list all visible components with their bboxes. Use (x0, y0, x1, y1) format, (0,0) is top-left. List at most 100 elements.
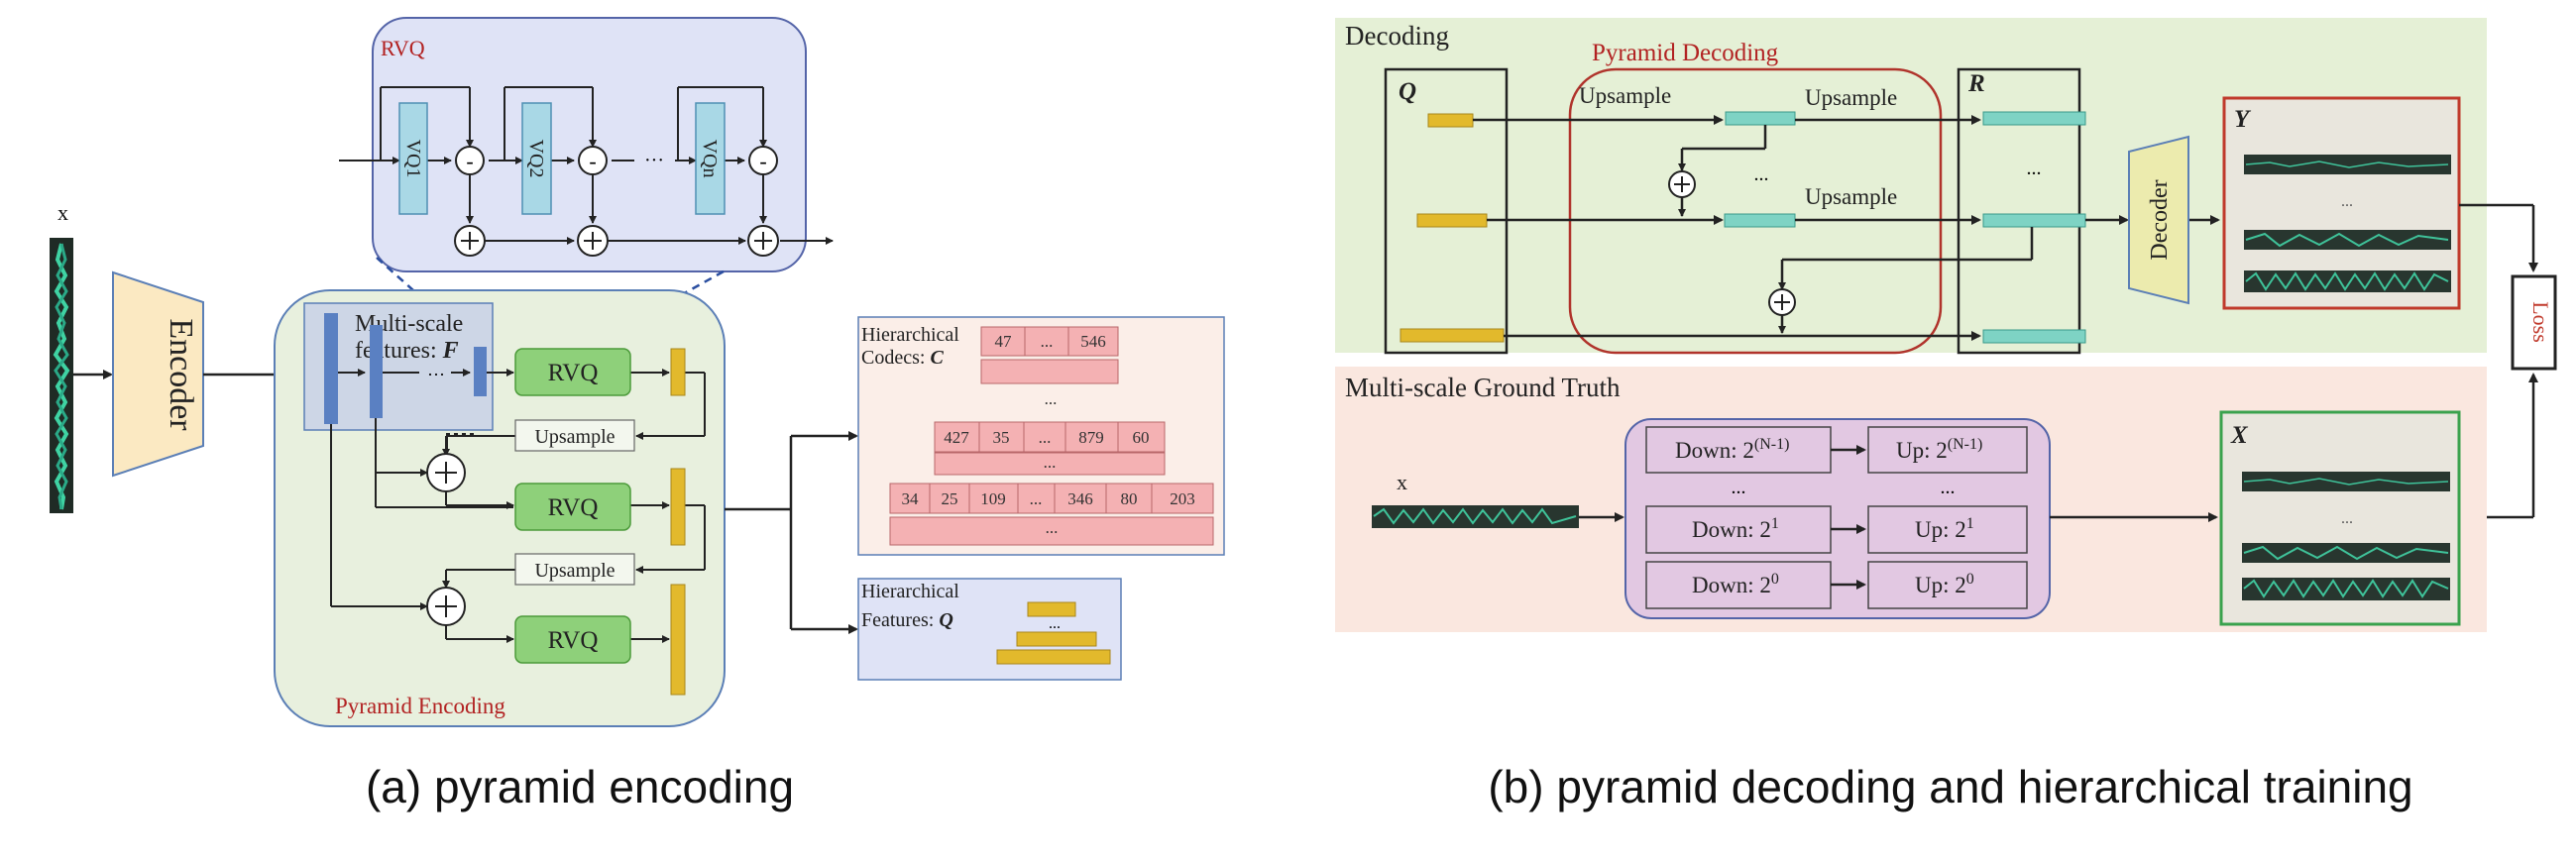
codec-cells (889, 326, 1214, 546)
encoding-plus-marks (435, 462, 457, 617)
r-frame (1957, 67, 2081, 355)
features-symbol-q: Q (939, 609, 952, 631)
decoding-q-bars (1400, 113, 1505, 343)
y-waveforms (2244, 155, 2451, 292)
decoding-connectors (1473, 115, 2220, 341)
features-title-line2: Features: Q (861, 609, 953, 631)
encoding-connectors (330, 369, 706, 643)
codec-r3-c5: 346 (1067, 489, 1093, 508)
up-dots: ... (1941, 477, 1956, 498)
codec-r3-c4: ... (1030, 489, 1043, 508)
pyramid-decoding-frame (1568, 67, 1943, 355)
encoder-block (112, 270, 204, 478)
gt-x-label: x (1397, 470, 1407, 494)
upsample-label-2: Upsample (1805, 85, 1897, 110)
output-branch (725, 431, 858, 634)
codec-r2-c5: 60 (1133, 428, 1150, 447)
x-symbol: X (2230, 422, 2249, 449)
upsample-box-2 (514, 553, 635, 586)
rvq-block-2 (514, 483, 631, 531)
pyramid-encoding-title: Pyramid Encoding (335, 694, 505, 718)
features-title-text: Features: (861, 609, 939, 631)
down-up-boxes (1645, 426, 2028, 609)
decoding-title: Decoding (1345, 21, 1449, 51)
down-label-0: Down: 20 (1692, 571, 1779, 597)
down-label-1: Down: 21 (1692, 515, 1779, 542)
features-title-line1: Hierarchical (861, 581, 959, 602)
codec-r2-c2: 35 (993, 428, 1010, 447)
upsample-box-1 (514, 419, 635, 452)
y-symbol: Y (2234, 106, 2252, 133)
codec-r1-c2: ... (1041, 332, 1054, 351)
decoder-label: Decoder (2147, 179, 2173, 260)
input-waveform (50, 238, 73, 513)
codec-r3-c3: 109 (980, 489, 1006, 508)
codec-r2-c1: 427 (944, 428, 969, 447)
vqn-label: VQn (699, 140, 721, 178)
up-labels: Up: 2(N-1) Up: 21 Up: 20 (1896, 436, 1982, 597)
vq1-label: VQ1 (402, 140, 424, 178)
rvq-detail-title: RVQ (381, 36, 425, 60)
down-up-arrows (1831, 445, 2218, 590)
upsample-box-1-label: Upsample (534, 426, 615, 448)
codec-r2-c4: 879 (1078, 428, 1104, 447)
upsample-box-2-label: Upsample (534, 560, 615, 582)
loss-label: Loss (2528, 301, 2553, 343)
decoding-teal-bars (1724, 111, 2086, 344)
loss-box (2511, 274, 2557, 371)
decoder-block (2128, 135, 2189, 305)
ground-truth-title: Multi-scale Ground Truth (1345, 373, 1621, 402)
rvq-block-3-label: RVQ (548, 627, 599, 654)
caption-b: (b) pyramid decoding and hierarchical tr… (1488, 761, 2412, 812)
codec-dots-1: ... (1045, 389, 1058, 408)
codec-r2-c3: ... (1039, 428, 1052, 447)
rvq-block-1 (514, 348, 631, 396)
up-label-0: Up: 20 (1915, 571, 1974, 597)
pyramid-decoding-title: Pyramid Decoding (1592, 40, 1779, 66)
up-label-n1: Up: 2(N-1) (1896, 436, 1982, 463)
codec-r3-c2: 25 (942, 489, 958, 508)
rvq-plus-marks (461, 232, 772, 250)
rvq-block-3 (514, 615, 631, 664)
r-symbol: R (1967, 70, 1985, 97)
codecs-title-line1: Hierarchical (861, 324, 959, 346)
multiscale-feature-bars (324, 313, 487, 424)
codec-r3-c7: 203 (1170, 489, 1195, 508)
rvq-block-2-label: RVQ (548, 494, 599, 521)
vq-blocks (398, 102, 726, 215)
upsample-label-3: Upsample (1805, 184, 1897, 209)
features-dots: ... (1049, 615, 1061, 632)
x-dots: ... (2341, 510, 2353, 527)
codec-dots-2: ... (1044, 453, 1057, 472)
minus-sign-2: - (589, 149, 596, 173)
q-symbol: Q (1399, 78, 1416, 105)
codecs-symbol-c: C (930, 347, 944, 369)
gt-input-waveform (1372, 505, 1579, 528)
codecs-title-text: Codecs: (861, 347, 930, 369)
encoder-label: Encoder (163, 318, 199, 431)
up-label-1: Up: 21 (1915, 515, 1974, 542)
multiscale-label-text: features: (355, 338, 443, 364)
rvq-detail-diagram (339, 86, 834, 245)
x-waveforms (2242, 472, 2450, 600)
input-x-label: x (57, 200, 68, 225)
rvq-ellipsis: ··· (644, 150, 664, 171)
caption-a: (a) pyramid encoding (366, 761, 794, 812)
codec-values: 47 ... 546 ... 427 35 ... 879 60 ... 34 … (902, 332, 1195, 537)
multiscale-ellipsis: ··· (427, 365, 445, 384)
minus-sign-3: - (759, 149, 766, 173)
y-dots: ... (2341, 193, 2353, 210)
rvq-minus-nodes (455, 146, 778, 175)
decoding-plus-marks (1674, 176, 1790, 310)
codecs-title-line2: Codecs: C (861, 347, 944, 369)
encoding-yellow-bars (670, 348, 686, 696)
down-dots: ... (1732, 477, 1746, 498)
rvq-block-1-label: RVQ (548, 360, 599, 386)
decoding-dots-1: ... (1754, 163, 1769, 185)
codec-r3-c6: 80 (1121, 489, 1138, 508)
codec-r1-c3: 546 (1080, 332, 1106, 351)
vq2-label: VQ2 (525, 140, 547, 178)
multiscale-label-line2: features: F (355, 338, 459, 364)
